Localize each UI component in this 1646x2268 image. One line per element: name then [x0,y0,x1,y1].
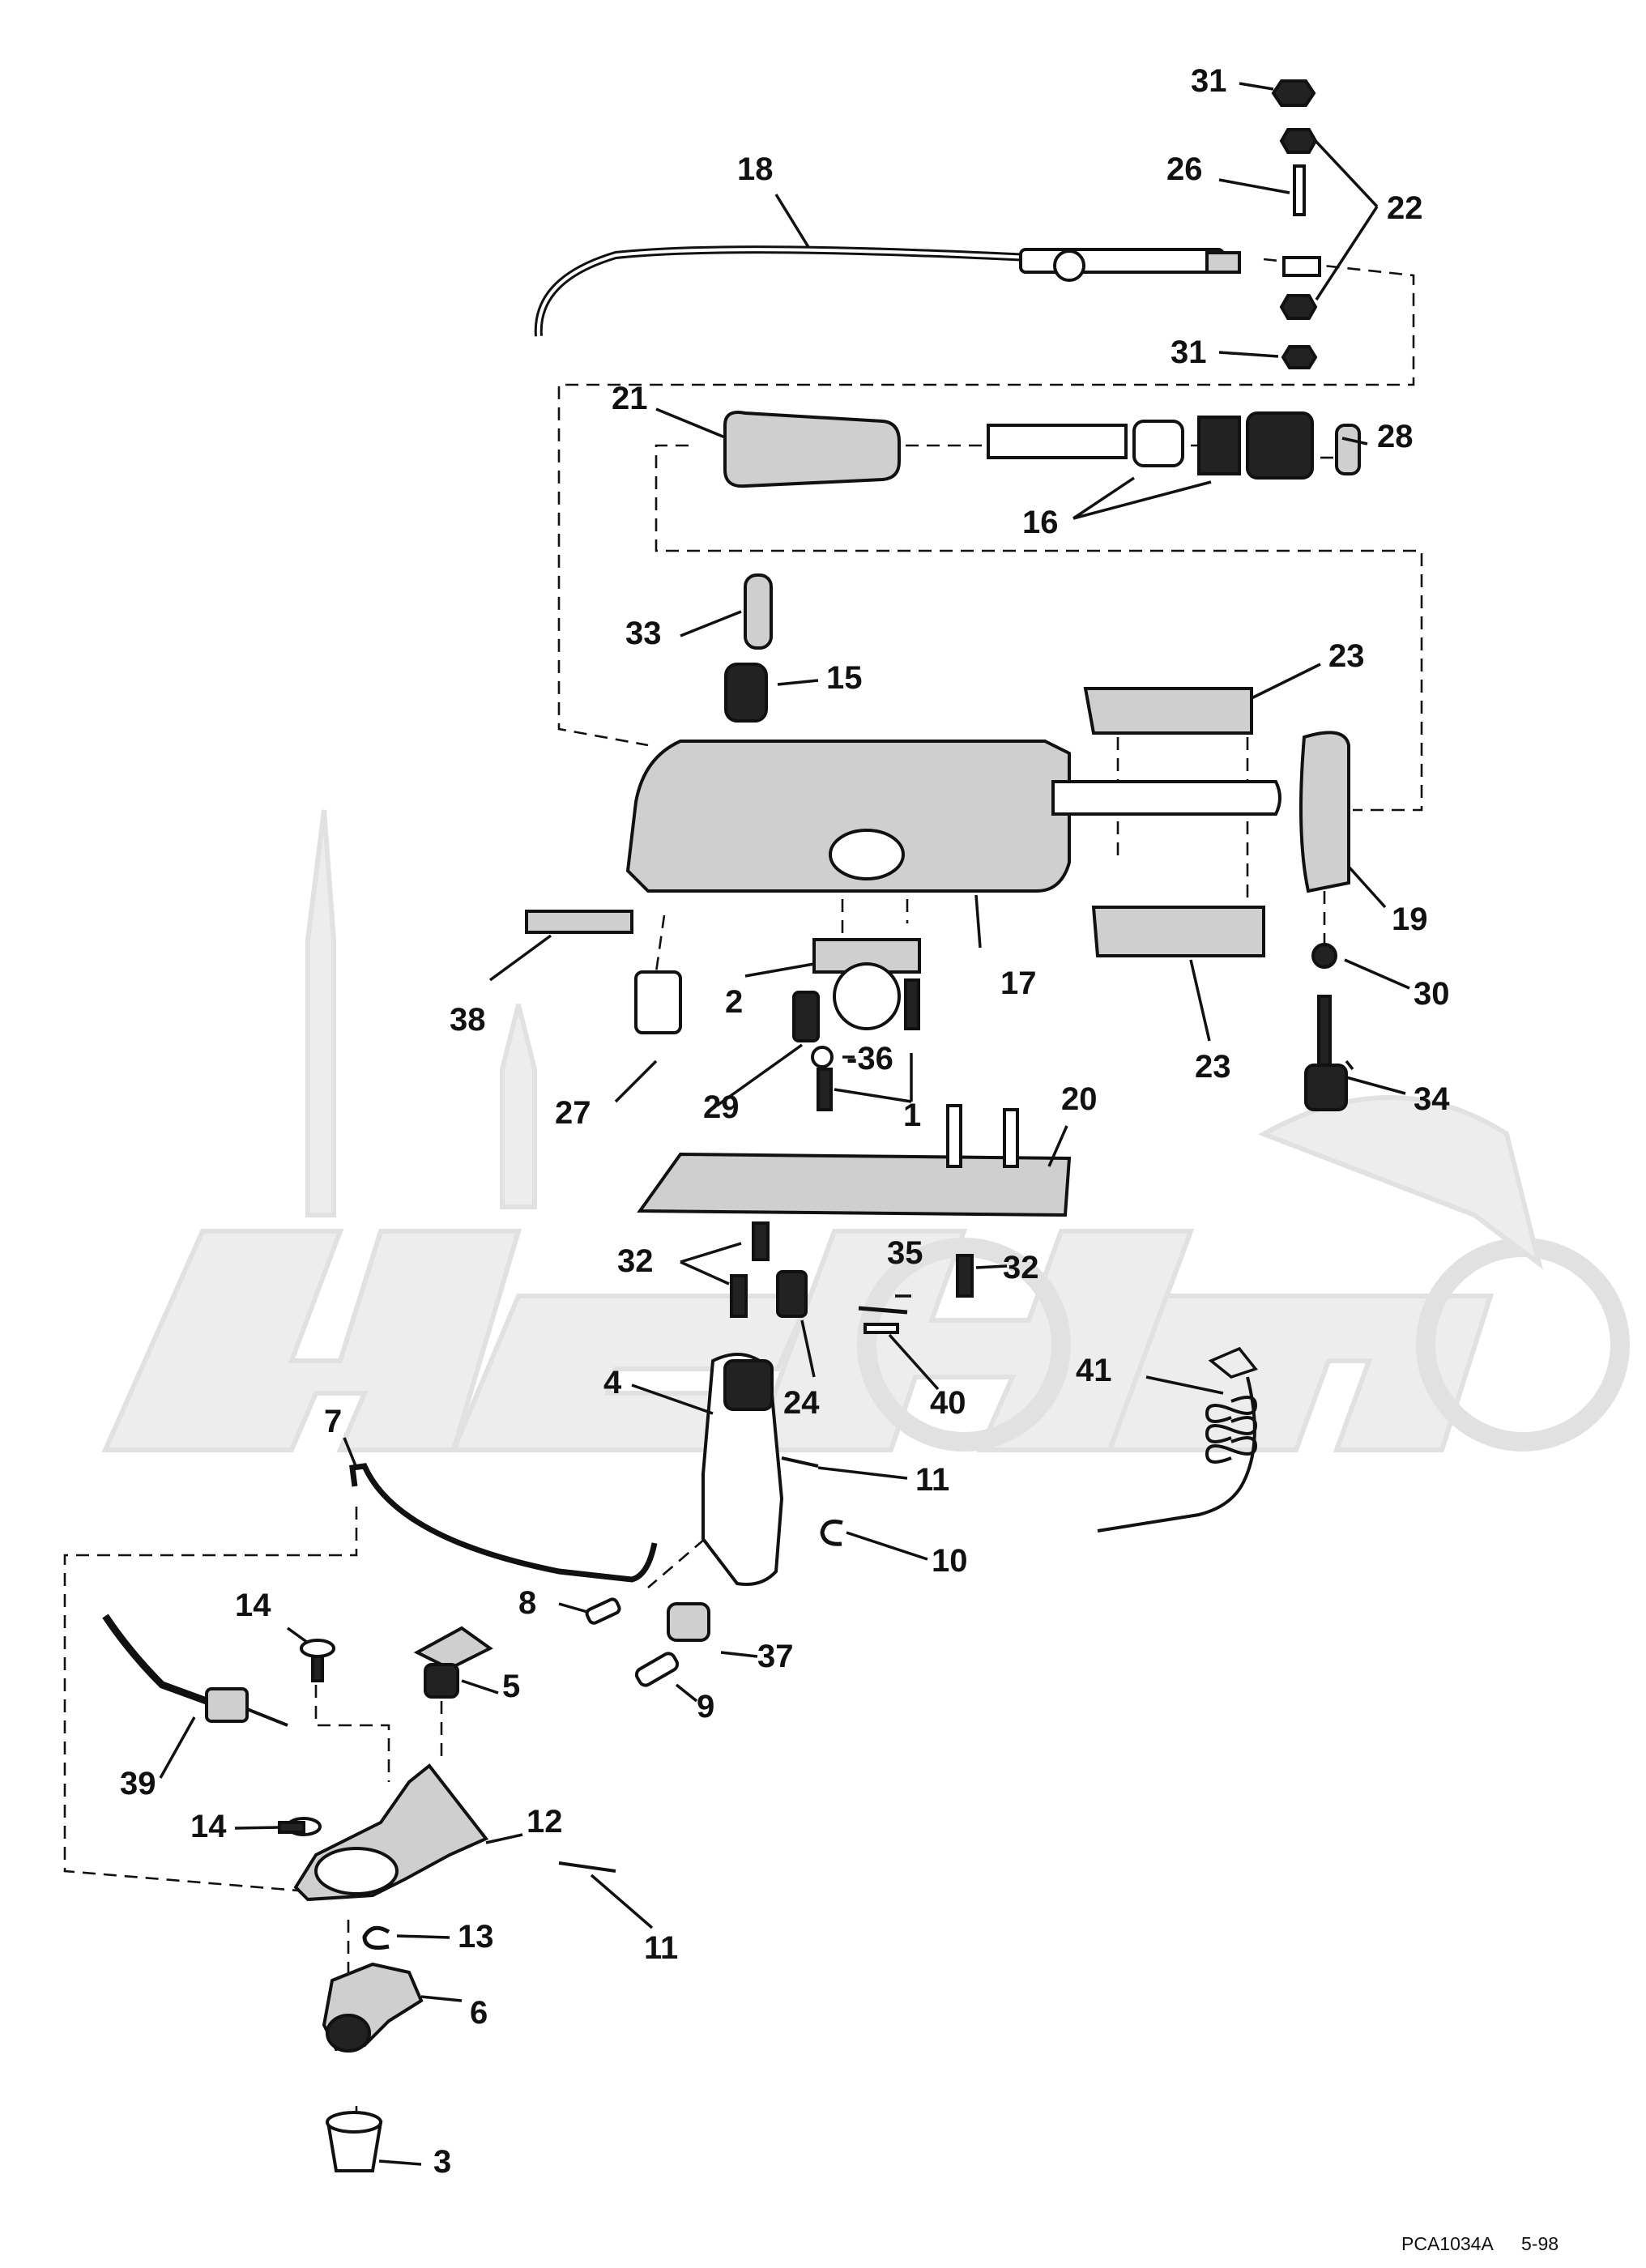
part-illustrations [102,79,1361,2172]
callout-labels: 31 26 22 18 31 21 28 16 33 15 23 19 17 3… [120,63,1450,2180]
watermark [101,809,1630,1452]
figure-code: PCA1034A [1401,2233,1494,2254]
callout-14-top: 14 [235,1588,271,1623]
callout-35: 35 [887,1235,923,1271]
callout-15: 15 [826,660,863,696]
callout-32-right: 32 [1003,1250,1039,1285]
callout-3: 3 [433,2144,451,2180]
callout-37: 37 [757,1639,794,1674]
callout-21: 21 [612,381,648,416]
callout-5: 5 [502,1669,520,1704]
callout-23-bottom: 23 [1195,1049,1231,1085]
callout-17: 17 [1000,966,1037,1001]
callout-2: 2 [725,984,743,1020]
callout-11-upper: 11 [915,1462,949,1498]
callout-38: 38 [450,1002,486,1038]
callout-1: 1 [903,1098,921,1133]
callout-36: -36 [846,1041,893,1076]
callout-29: 29 [703,1089,740,1125]
callout-41: 41 [1076,1353,1112,1388]
callout-6: 6 [470,1995,488,2031]
callout-31-bottom: 31 [1171,335,1207,370]
callout-33: 33 [625,616,662,651]
callout-19: 19 [1392,902,1428,937]
callout-23-top: 23 [1328,638,1365,674]
callout-32-left: 32 [617,1243,654,1279]
callout-24: 24 [783,1385,820,1421]
callout-10: 10 [932,1543,968,1579]
callout-8: 8 [518,1585,536,1621]
callout-39: 39 [120,1766,156,1801]
callout-26: 26 [1166,151,1203,187]
callout-13: 13 [458,1919,494,1955]
leader-lines [159,82,1410,2166]
callout-4: 4 [603,1365,622,1400]
callout-18: 18 [737,151,774,187]
callout-14-bottom: 14 [190,1809,227,1844]
callout-40: 40 [930,1385,966,1421]
callout-20: 20 [1061,1081,1098,1117]
callout-34: 34 [1414,1081,1450,1117]
callout-11-lower: 11 [644,1930,678,1966]
callout-16: 16 [1022,505,1059,540]
callout-27: 27 [555,1095,591,1131]
callout-31-top: 31 [1191,63,1227,99]
callout-28: 28 [1377,419,1414,454]
callout-30: 30 [1414,976,1450,1012]
callout-7: 7 [324,1404,342,1439]
callout-12: 12 [527,1804,563,1840]
callout-22: 22 [1387,190,1423,226]
callout-9: 9 [697,1689,714,1724]
figure-date: 5-98 [1521,2233,1559,2254]
